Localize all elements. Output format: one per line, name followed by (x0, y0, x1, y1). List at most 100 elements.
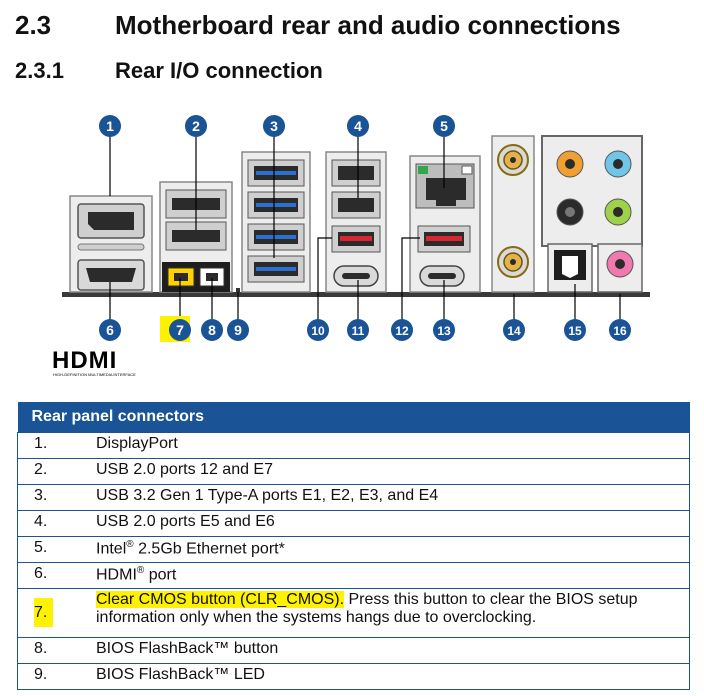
row-text-rest: 2.5Gb Ethernet port* (133, 540, 285, 558)
callout-marker: 2 (185, 115, 207, 137)
callout-circle (391, 319, 413, 341)
row-text: USB 3.2 Gen 1 Type-A ports E1, E2, E3, a… (96, 484, 690, 511)
callout-marker: 7 (160, 316, 191, 342)
callout-marker: 15 (564, 319, 586, 341)
table-row: 3. USB 3.2 Gen 1 Type-A ports E1, E2, E3… (17, 484, 690, 511)
callout-circle (347, 319, 369, 341)
subsection-number: 2.3.1 (15, 58, 64, 83)
section-heading: 2.3 Motherboard rear and audio connectio… (15, 10, 621, 41)
callout-number: 13 (437, 324, 451, 338)
section-title: Motherboard rear and audio connections (115, 10, 621, 40)
row-text-line2: information only when the systems hangs … (96, 609, 537, 626)
bios-flashback-led (236, 288, 240, 292)
callout-marker: 4 (347, 115, 369, 137)
subsection-heading: 2.3.1 Rear I/O connection (15, 58, 323, 84)
callout-circle (99, 115, 121, 137)
table-row: 5. Intel® 2.5Gb Ethernet port* (17, 536, 690, 563)
callout-circle (201, 319, 223, 341)
rear-panel-connectors-table: Rear panel connectors 1. DisplayPort 2. … (17, 402, 690, 690)
callout-circle (263, 115, 285, 137)
row-number: 1. (17, 432, 96, 459)
callout-number: 8 (208, 322, 216, 338)
usb-block-middle (325, 151, 387, 293)
callout-number: 2 (192, 118, 200, 134)
callout-number: 9 (234, 322, 242, 338)
table-row: 2. USB 2.0 ports 12 and E7 (17, 458, 690, 485)
row-text: USB 2.0 ports E5 and E6 (96, 510, 690, 537)
table-row: 1. DisplayPort (17, 432, 690, 459)
row-text: BIOS FlashBack™ LED (96, 663, 690, 690)
table-row: 8. BIOS FlashBack™ button (17, 637, 690, 664)
wifi-antenna-block (491, 135, 535, 293)
callout-marker: 9 (227, 319, 249, 341)
callout-number: 6 (106, 322, 114, 338)
callout-circle (564, 319, 586, 341)
row-text: BIOS FlashBack™ button (96, 637, 690, 664)
callout-marker: 14 (503, 319, 525, 341)
callout-circle (347, 115, 369, 137)
row-number-highlighted: 7. (34, 598, 54, 627)
row-text-main: HDMI (96, 566, 137, 584)
io-shield-baseline (62, 292, 650, 297)
callout-number: 14 (507, 324, 521, 338)
row-text-rest: port (144, 566, 177, 584)
row-number: 2. (17, 458, 96, 485)
callout-number: 11 (352, 324, 365, 338)
table-row: 4. USB 2.0 ports E5 and E6 (17, 510, 690, 537)
callout-number: 1 (106, 118, 114, 134)
subsection-title: Rear I/O connection (115, 58, 323, 83)
table-row: 7. Clear CMOS button (CLR_CMOS). Press t… (17, 588, 690, 638)
row-number: 9. (17, 663, 96, 690)
callout-marker: 8 (201, 319, 223, 341)
usb3-stack (241, 151, 311, 293)
hdmi-logo: HDMI HIGH-DEFINITION MULTIMEDIA INTERFAC… (52, 347, 136, 377)
leader-line (317, 237, 332, 320)
callout-circle (609, 319, 631, 341)
highlighted-text: Clear CMOS button (CLR_CMOS). (96, 591, 345, 608)
table-row: 9. BIOS FlashBack™ LED (17, 663, 690, 690)
registered-mark: ® (136, 565, 145, 576)
callout-circle (433, 319, 455, 341)
callout-marker: 13 (433, 319, 455, 341)
callout-marker: 5 (433, 115, 455, 137)
row-text-rest: Press this button to clear the BIOS setu… (344, 591, 638, 608)
callout-number: 4 (354, 118, 362, 134)
row-text: DisplayPort (96, 432, 690, 459)
table-row: 6. HDMI® port (17, 562, 690, 589)
registered-mark: ® (126, 539, 134, 550)
row-number: 3. (17, 484, 96, 511)
row-text: Clear CMOS button (CLR_CMOS). Press this… (96, 588, 690, 638)
callout-marker: 6 (99, 319, 121, 341)
displayport-hdmi-block (69, 195, 153, 293)
leader-line (401, 237, 420, 320)
row-text: HDMI® port (96, 562, 690, 589)
callout-circle (99, 319, 121, 341)
callout-circle (185, 115, 207, 137)
row-number: 8. (17, 637, 96, 664)
row-number: 7. (17, 588, 96, 638)
callout-marker: 16 (609, 319, 631, 341)
callout-number: 5 (440, 118, 448, 134)
section-number: 2.3 (15, 10, 52, 40)
callout-circle (169, 319, 191, 341)
row-text: Intel® 2.5Gb Ethernet port* (96, 536, 690, 563)
callout-number: 3 (270, 118, 278, 134)
callout-number: 16 (613, 324, 627, 338)
callout-marker: 12 (391, 319, 413, 341)
callout-number: 12 (395, 324, 409, 338)
ethernet-block (409, 155, 481, 293)
callout-marker: 3 (263, 115, 285, 137)
callout-circle (503, 319, 525, 341)
hdmi-logo-text: HDMI (52, 347, 117, 374)
row-number: 4. (17, 510, 96, 537)
row-text: USB 2.0 ports 12 and E7 (96, 458, 690, 485)
audio-block (541, 135, 643, 293)
hdmi-logo-subtext: HIGH-DEFINITION MULTIMEDIA INTERFACE (53, 372, 136, 377)
callout-number: 7 (176, 322, 184, 338)
row-text-main: Intel (96, 540, 127, 558)
usb2-block-left (159, 181, 240, 293)
row-number: 5. (17, 536, 96, 563)
callout-marker: 10 (307, 319, 329, 341)
callout-number: 15 (568, 324, 582, 338)
